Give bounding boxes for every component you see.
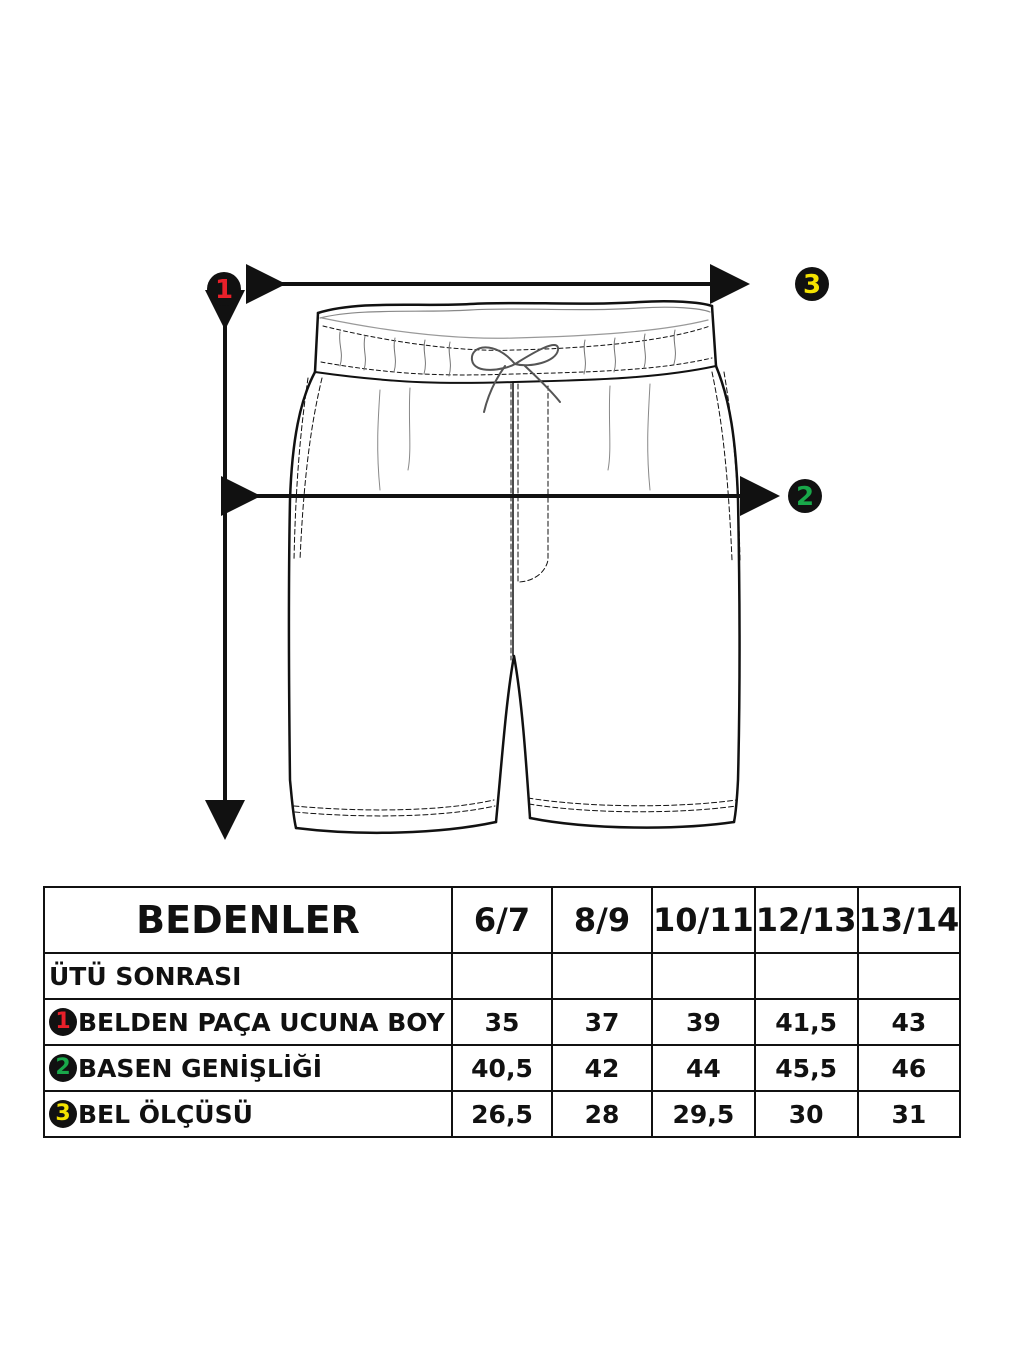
table-cell: 40,5 xyxy=(451,1044,553,1092)
size-header: 13/14 xyxy=(856,886,962,954)
row-label-text: ÜTÜ SONRASI xyxy=(49,961,242,991)
marker-2-label: 2 xyxy=(796,482,814,512)
table-cell: 43 xyxy=(856,998,962,1046)
table-cell: 28 xyxy=(551,1090,653,1138)
marker-1-label: 1 xyxy=(215,275,233,305)
table-cell: 42 xyxy=(551,1044,653,1092)
marker-3-badge: 3 xyxy=(49,1099,77,1128)
row-label-text: BEL ÖLÇÜSÜ xyxy=(78,1099,253,1129)
size-header: 12/13 xyxy=(753,886,859,954)
table-header-label: BEDENLER xyxy=(43,886,453,954)
size-header: 10/11 xyxy=(651,886,756,954)
table-header-row: BEDENLER 6/7 8/9 10/11 12/13 13/14 xyxy=(43,886,962,954)
table-cell: 31 xyxy=(856,1090,962,1138)
table-cell: 26,5 xyxy=(451,1090,553,1138)
size-header: 6/7 xyxy=(451,886,553,954)
marker-3-label: 3 xyxy=(803,270,821,300)
marker-3-waist: 3 xyxy=(795,267,829,301)
table-cell xyxy=(551,952,653,1000)
row-label-text: BASEN GENİŞLİĞİ xyxy=(78,1053,322,1083)
table-cell: 44 xyxy=(651,1044,756,1092)
table-cell: 37 xyxy=(551,998,653,1046)
shorts-illustration xyxy=(287,299,741,835)
size-chart-table: BEDENLER 6/7 8/9 10/11 12/13 13/14 ÜTÜ S… xyxy=(43,886,962,1138)
size-header: 8/9 xyxy=(551,886,653,954)
marker-1-length: 1 xyxy=(207,272,241,306)
marker-2-badge: 2 xyxy=(49,1053,77,1082)
row-label-text: BELDEN PAÇA UCUNA BOY xyxy=(78,1007,445,1037)
table-cell: 30 xyxy=(753,1090,859,1138)
table-cell: 45,5 xyxy=(753,1044,859,1092)
table-cell: 46 xyxy=(856,1044,962,1092)
table-cell: 41,5 xyxy=(753,998,859,1046)
marker-2-hip: 2 xyxy=(788,479,822,513)
table-cell: 29,5 xyxy=(651,1090,756,1138)
row-label: ÜTÜ SONRASI xyxy=(43,952,453,1000)
table-cell xyxy=(856,952,962,1000)
table-cell xyxy=(451,952,553,1000)
table-cell: 39 xyxy=(651,998,756,1046)
table-cell: 35 xyxy=(451,998,553,1046)
marker-1-badge: 1 xyxy=(49,1007,77,1036)
table-cell xyxy=(651,952,756,1000)
shorts-measurement-diagram: 1 3 2 xyxy=(205,264,829,840)
table-row: ÜTÜ SONRASI xyxy=(43,952,962,1000)
table-cell xyxy=(753,952,859,1000)
